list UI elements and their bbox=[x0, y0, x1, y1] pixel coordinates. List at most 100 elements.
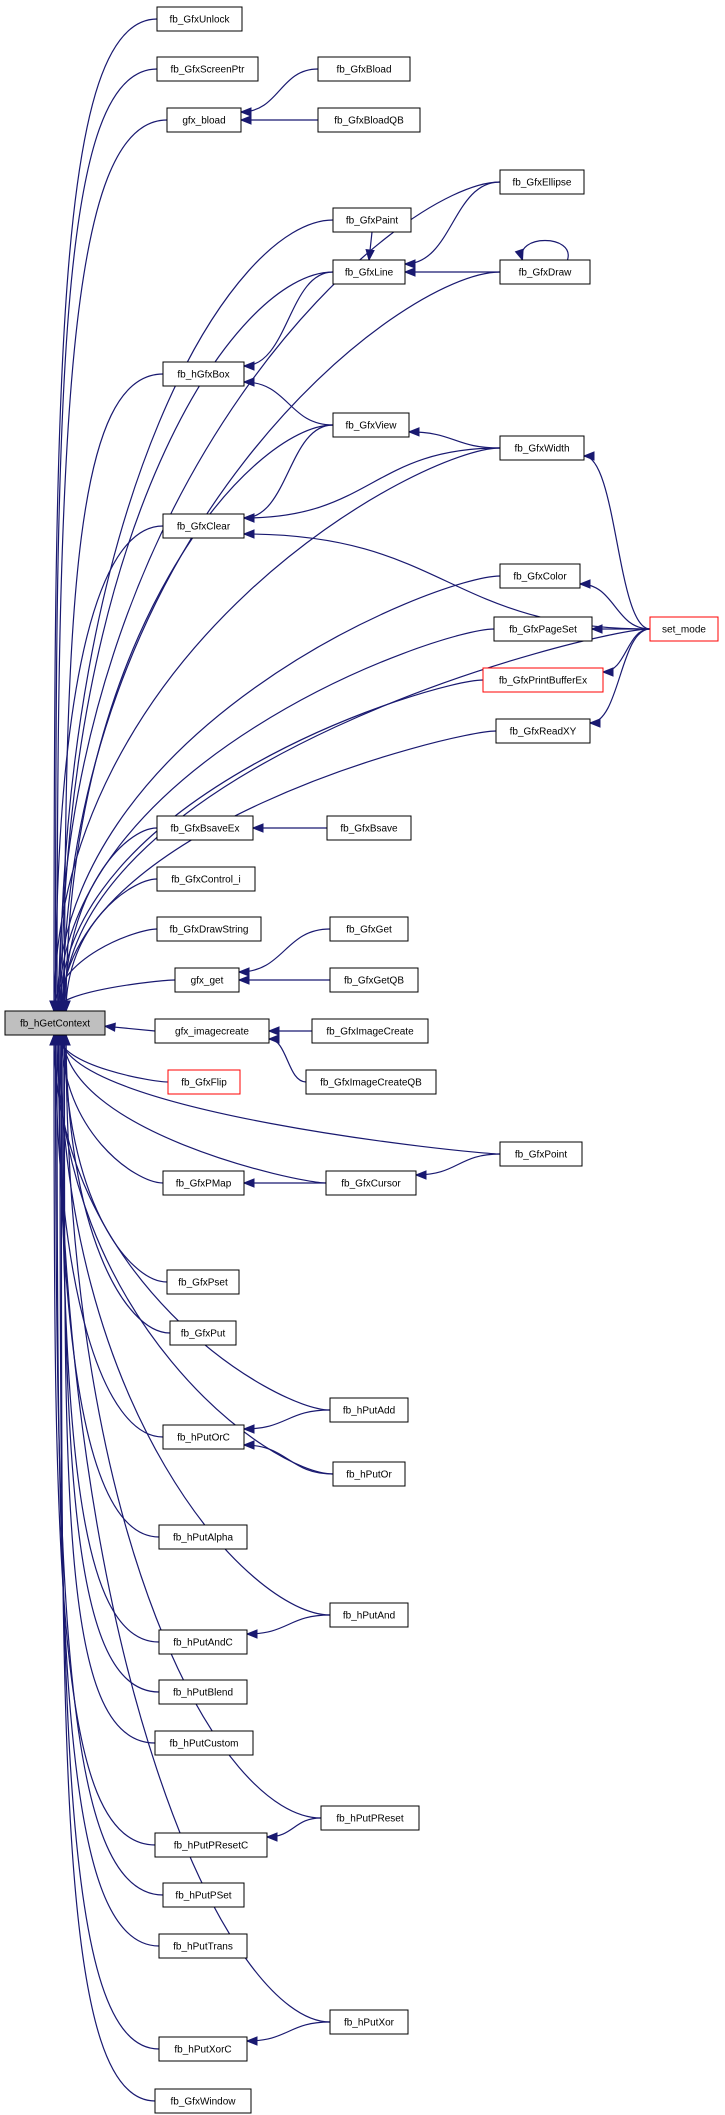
node-box[interactable] bbox=[325, 1170, 417, 1196]
node-box[interactable] bbox=[154, 1832, 268, 1858]
node-imgcreate[interactable]: gfx_imagecreate bbox=[154, 1018, 270, 1044]
node-color[interactable]: fb_GfxColor bbox=[499, 563, 581, 589]
node-paint[interactable]: fb_GfxPaint bbox=[332, 207, 412, 233]
node-draw[interactable]: fb_GfxDraw bbox=[499, 259, 591, 285]
node-box[interactable] bbox=[162, 1170, 245, 1196]
node-box[interactable] bbox=[162, 1424, 245, 1450]
node-root[interactable]: fb_hGetContext bbox=[4, 1010, 106, 1036]
node-box[interactable] bbox=[317, 56, 411, 82]
node-drawstring[interactable]: fb_GfxDrawString bbox=[156, 916, 262, 942]
node-pset[interactable]: fb_GfxPset bbox=[166, 1269, 240, 1295]
node-box[interactable] bbox=[499, 435, 585, 461]
node-box[interactable] bbox=[158, 1524, 248, 1550]
node-putalpha[interactable]: fb_hPutAlpha bbox=[158, 1524, 248, 1550]
node-cursor[interactable]: fb_GfxCursor bbox=[325, 1170, 417, 1196]
node-box[interactable] bbox=[332, 1461, 406, 1487]
node-point[interactable]: fb_GfxPoint bbox=[499, 1141, 583, 1167]
node-box[interactable] bbox=[156, 815, 254, 841]
node-imagecreateqb[interactable]: fb_GfxImageCreateQB bbox=[305, 1069, 437, 1095]
node-putblend[interactable]: fb_hPutBlend bbox=[158, 1679, 248, 1705]
node-box[interactable] bbox=[329, 1602, 409, 1628]
node-flip[interactable]: fb_GfxFlip bbox=[167, 1069, 241, 1095]
node-putadd[interactable]: fb_hPutAdd bbox=[329, 1397, 409, 1423]
node-putxorc[interactable]: fb_hPutXorC bbox=[158, 2036, 248, 2062]
node-box[interactable] bbox=[154, 2088, 252, 2114]
node-box[interactable] bbox=[482, 667, 604, 693]
node-box[interactable] bbox=[326, 815, 412, 841]
node-box[interactable] bbox=[162, 1882, 245, 1908]
node-box[interactable] bbox=[174, 967, 240, 993]
node-box[interactable] bbox=[4, 1010, 106, 1036]
node-box[interactable] bbox=[156, 866, 256, 892]
node-box[interactable] bbox=[495, 718, 591, 744]
node-box[interactable] bbox=[332, 259, 406, 285]
node-box[interactable] bbox=[499, 563, 581, 589]
node-box[interactable] bbox=[317, 107, 421, 133]
node-box[interactable] bbox=[154, 1018, 270, 1044]
node-getqb[interactable]: fb_GfxGetQB bbox=[329, 967, 419, 993]
node-putpresetc[interactable]: fb_hPutPResetC bbox=[154, 1832, 268, 1858]
node-putpset[interactable]: fb_hPutPSet bbox=[162, 1882, 245, 1908]
node-box[interactable] bbox=[311, 1018, 429, 1044]
node-putandc[interactable]: fb_hPutAndC bbox=[158, 1629, 248, 1655]
node-pageset[interactable]: fb_GfxPageSet bbox=[493, 616, 593, 642]
node-putor[interactable]: fb_hPutOr bbox=[332, 1461, 406, 1487]
node-bsave[interactable]: fb_GfxBsave bbox=[326, 815, 412, 841]
node-box[interactable] bbox=[167, 1069, 241, 1095]
node-box[interactable] bbox=[162, 361, 245, 387]
node-gfxbload[interactable]: gfx_bload bbox=[166, 107, 242, 133]
node-screenptr[interactable]: fb_GfxScreenPtr bbox=[156, 56, 259, 82]
node-box[interactable] bbox=[332, 207, 412, 233]
node-box[interactable] bbox=[305, 1069, 437, 1095]
node-window[interactable]: fb_GfxWindow bbox=[154, 2088, 252, 2114]
node-box[interactable] bbox=[162, 513, 245, 539]
node-controli[interactable]: fb_GfxControl_i bbox=[156, 866, 256, 892]
node-ellipse[interactable]: fb_GfxEllipse bbox=[499, 169, 585, 195]
node-bloadqb[interactable]: fb_GfxBloadQB bbox=[317, 107, 421, 133]
node-readxy[interactable]: fb_GfxReadXY bbox=[495, 718, 591, 744]
node-box[interactable] bbox=[499, 1141, 583, 1167]
node-hgfxbox[interactable]: fb_hGfxBox bbox=[162, 361, 245, 387]
node-imagecreate[interactable]: fb_GfxImageCreate bbox=[311, 1018, 429, 1044]
node-get[interactable]: fb_GfxGet bbox=[329, 916, 409, 942]
node-gfxget[interactable]: gfx_get bbox=[174, 967, 240, 993]
node-box[interactable] bbox=[158, 1629, 248, 1655]
node-box[interactable] bbox=[329, 1397, 409, 1423]
node-bsaveex[interactable]: fb_GfxBsaveEx bbox=[156, 815, 254, 841]
node-box[interactable] bbox=[329, 2009, 409, 2035]
node-puttrans[interactable]: fb_hPutTrans bbox=[158, 1933, 248, 1959]
node-box[interactable] bbox=[499, 169, 585, 195]
node-setmode[interactable]: set_mode bbox=[649, 616, 719, 642]
node-width[interactable]: fb_GfxWidth bbox=[499, 435, 585, 461]
node-putorc[interactable]: fb_hPutOrC bbox=[162, 1424, 245, 1450]
node-box[interactable] bbox=[154, 1730, 254, 1756]
node-box[interactable] bbox=[329, 916, 409, 942]
node-view[interactable]: fb_GfxView bbox=[332, 412, 410, 438]
node-bload[interactable]: fb_GfxBload bbox=[317, 56, 411, 82]
node-box[interactable] bbox=[156, 6, 243, 32]
node-putcustom[interactable]: fb_hPutCustom bbox=[154, 1730, 254, 1756]
node-box[interactable] bbox=[158, 1933, 248, 1959]
node-line[interactable]: fb_GfxLine bbox=[332, 259, 406, 285]
node-box[interactable] bbox=[320, 1805, 420, 1831]
node-box[interactable] bbox=[169, 1320, 237, 1346]
node-putxor[interactable]: fb_hPutXor bbox=[329, 2009, 409, 2035]
node-box[interactable] bbox=[332, 412, 410, 438]
node-box[interactable] bbox=[158, 2036, 248, 2062]
node-box[interactable] bbox=[649, 616, 719, 642]
node-box[interactable] bbox=[493, 616, 593, 642]
node-clear[interactable]: fb_GfxClear bbox=[162, 513, 245, 539]
node-putpreset[interactable]: fb_hPutPReset bbox=[320, 1805, 420, 1831]
node-box[interactable] bbox=[156, 56, 259, 82]
node-printbuf[interactable]: fb_GfxPrintBufferEx bbox=[482, 667, 604, 693]
node-box[interactable] bbox=[158, 1679, 248, 1705]
node-put[interactable]: fb_GfxPut bbox=[169, 1320, 237, 1346]
node-unlock[interactable]: fb_GfxUnlock bbox=[156, 6, 243, 32]
node-putand[interactable]: fb_hPutAnd bbox=[329, 1602, 409, 1628]
node-pmap[interactable]: fb_GfxPMap bbox=[162, 1170, 245, 1196]
node-box[interactable] bbox=[329, 967, 419, 993]
node-box[interactable] bbox=[499, 259, 591, 285]
node-box[interactable] bbox=[166, 1269, 240, 1295]
node-box[interactable] bbox=[166, 107, 242, 133]
node-box[interactable] bbox=[156, 916, 262, 942]
